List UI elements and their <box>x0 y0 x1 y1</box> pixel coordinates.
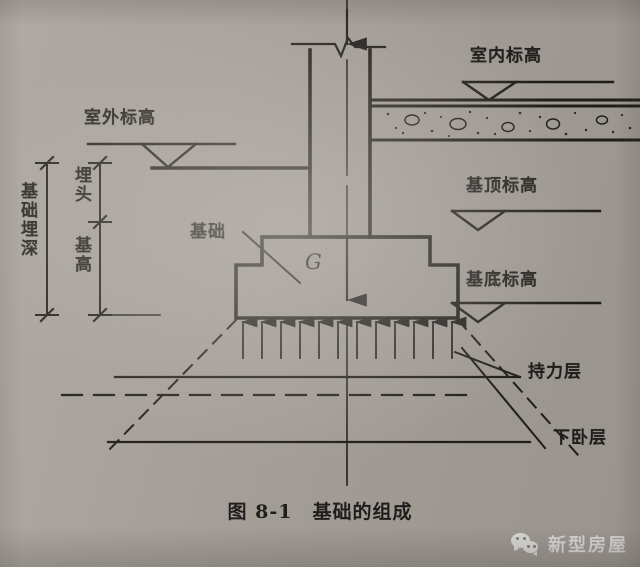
foundation-top-elevation-symbol <box>450 209 602 232</box>
concrete-hatch <box>404 114 609 133</box>
dimension-inner-line <box>88 162 112 316</box>
figure-caption: 图 8-1 基础的组成 <box>227 501 413 523</box>
label-foundation: 基础 <box>190 222 226 242</box>
dimension-label-foundation-height: 基高 <box>71 236 91 274</box>
dimension-label-buried-head: 埋头 <box>71 166 91 204</box>
label-load-symbol: G <box>305 250 322 274</box>
label-indoor-elevation: 室内标高 <box>470 46 542 66</box>
watermark: 新型房屋 <box>511 531 628 557</box>
wechat-icon <box>511 532 541 556</box>
label-foundation-bottom-elevation: 基底标高 <box>466 270 538 290</box>
foundation-bottom-elevation-symbol <box>450 301 602 324</box>
dimension-embedment-depth <box>35 162 59 316</box>
indoor-elevation-symbol <box>461 80 615 102</box>
dimension-extension-lines <box>35 162 161 316</box>
label-underlying-layer: 下卧层 <box>553 428 607 448</box>
watermark-text: 新型房屋 <box>548 535 628 556</box>
dimension-label-embedment-depth: 基础埋深 <box>17 182 37 258</box>
label-foundation-top-elevation: 基顶标高 <box>466 176 538 196</box>
label-bearing-layer: 持力层 <box>528 362 582 382</box>
stress-dispersion-lines <box>102 318 580 457</box>
column-outline <box>308 48 372 239</box>
concrete-speckles <box>386 110 632 137</box>
indoor-floor-slab <box>368 98 640 142</box>
label-outdoor-elevation: 室外标高 <box>84 108 156 128</box>
bearing-layer-leader <box>453 350 522 379</box>
foundation-leader <box>241 230 302 285</box>
